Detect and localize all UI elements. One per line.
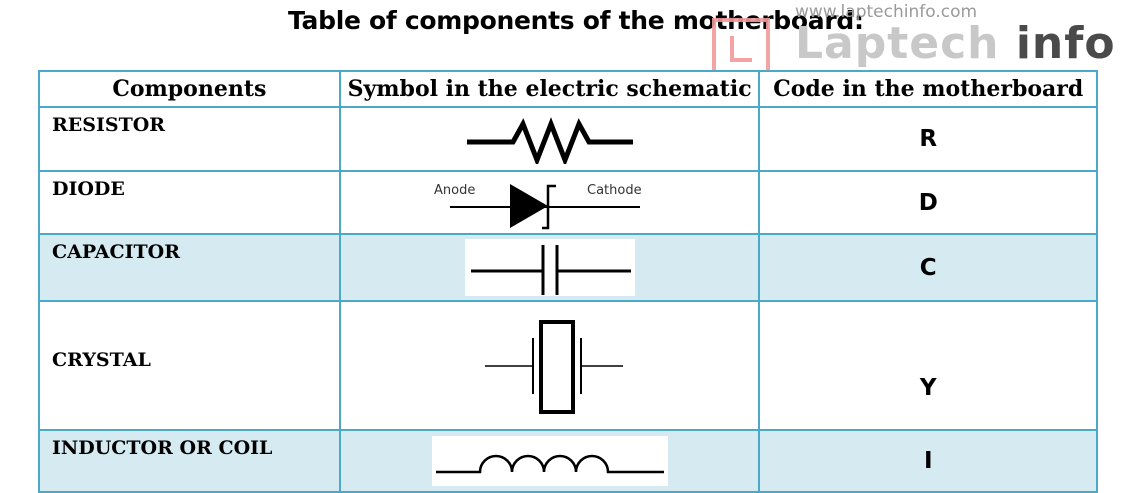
page-title: Table of components of the motherboard: <box>288 6 864 35</box>
table-row: CRYSTAL Y <box>38 300 1098 431</box>
table-header-row: Components Symbol in the electric schema… <box>38 70 1098 108</box>
inductor-symbol-icon <box>431 436 668 486</box>
resistor-symbol-icon <box>466 117 633 164</box>
watermark-url: www.laptechinfo.com <box>795 2 978 22</box>
component-name: RESISTOR <box>38 106 341 172</box>
component-code: Y <box>758 300 1098 431</box>
cathode-label: Cathode <box>587 183 642 198</box>
component-name: CAPACITOR <box>38 233 341 302</box>
header-code: Code in the motherboard <box>758 70 1098 108</box>
components-table: Components Symbol in the electric schema… <box>38 70 1098 493</box>
component-name: CRYSTAL <box>38 300 341 431</box>
symbol-cell <box>338 300 761 431</box>
code-value: D <box>918 189 938 216</box>
table-row: INDUCTOR OR COIL I <box>38 429 1098 493</box>
capacitor-symbol-icon <box>464 239 635 296</box>
component-name: DIODE <box>38 170 341 235</box>
table-row: CAPACITOR C <box>38 233 1098 302</box>
anode-label: Anode <box>434 183 475 198</box>
component-code: C <box>758 233 1098 302</box>
component-code: I <box>758 429 1098 493</box>
header-symbol: Symbol in the electric schematic <box>338 70 761 108</box>
crystal-symbol-icon <box>484 319 623 414</box>
watermark-brand-light: Laptech <box>795 18 1000 69</box>
symbol-cell <box>338 429 761 493</box>
component-code: D <box>758 170 1098 235</box>
code-value: C <box>919 254 937 281</box>
component-name: INDUCTOR OR COIL <box>38 429 341 493</box>
symbol-cell <box>338 106 761 172</box>
watermark-brand: Laptech info <box>795 18 1116 69</box>
code-value: R <box>919 126 938 152</box>
table-row: RESISTOR R <box>38 106 1098 172</box>
header-components: Components <box>38 70 341 108</box>
component-code: R <box>758 106 1098 172</box>
table-row: DIODE Anode Cathode D <box>38 170 1098 235</box>
symbol-cell <box>338 233 761 302</box>
watermark-brand-dark: info <box>1015 18 1116 69</box>
code-value: Y <box>919 375 937 401</box>
symbol-cell: Anode Cathode <box>338 170 761 235</box>
diode-symbol-icon: Anode Cathode <box>434 183 642 229</box>
